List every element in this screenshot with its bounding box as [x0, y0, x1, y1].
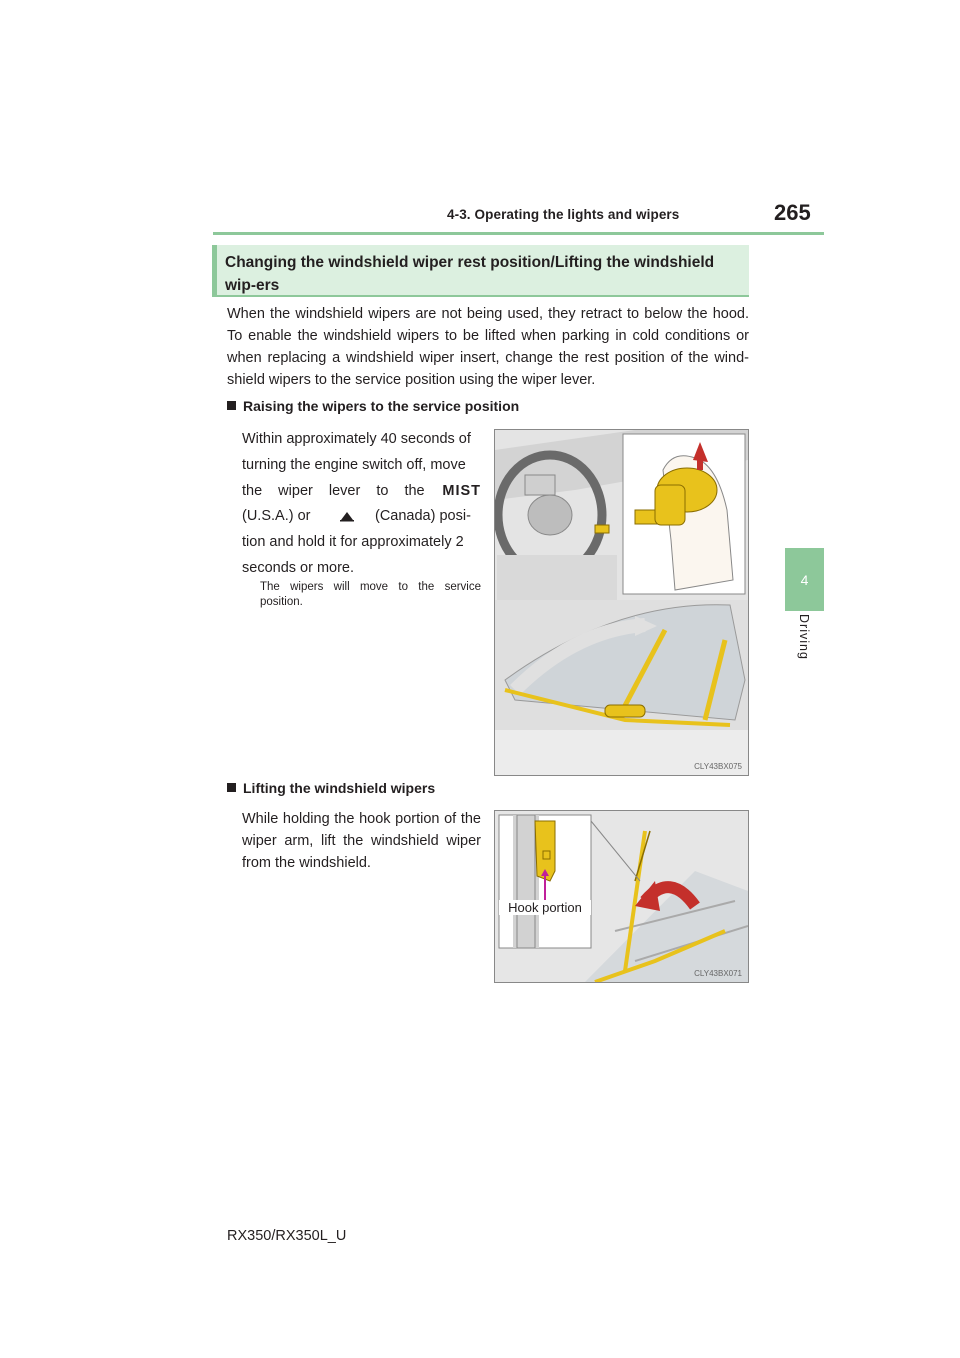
instruction-line: turning the engine switch off, move — [242, 456, 466, 473]
wiper-lever-illustration — [493, 430, 748, 775]
header-rule — [213, 232, 824, 235]
figure-code: CLY43BX075 — [694, 762, 742, 771]
instruction-text: the wiper lever to the — [242, 482, 425, 499]
figure-lifting-wiper: Hook portion CLY43BX071 — [494, 810, 749, 984]
model-footer: RX350/RX350L_U — [227, 1228, 347, 1244]
square-bullet-icon — [227, 783, 236, 792]
hook-portion-callout: Hook portion — [499, 900, 591, 915]
mist-chevron-icon — [340, 512, 354, 522]
subsection-heading-lifting-wipers: Lifting the windshield wipers — [227, 780, 435, 796]
wiper-lift-illustration — [495, 811, 749, 984]
instruction-text: (U.S.A.) or — [242, 508, 311, 525]
instruction-line: tion and hold it for approximately 2 — [242, 534, 464, 551]
intro-paragraph: When the windshield wipers are not being… — [227, 306, 749, 388]
subsection-heading-service-position: Raising the wipers to the service positi… — [227, 398, 519, 414]
instruction-line: Within approximately 40 seconds of — [242, 431, 471, 447]
instruction-line: the wiper lever to the MIST — [242, 479, 481, 505]
chapter-tab-label: Driving — [797, 614, 811, 660]
service-position-note: The wipers will move to the service posi… — [260, 581, 481, 608]
instruction-line: (U.S.A.) or (Canada) posi- — [242, 504, 481, 530]
figure-wiper-service-position: CLY43BX075 — [493, 429, 749, 776]
chapter-header: 4-3. Operating the lights and wipers — [447, 207, 680, 222]
chapter-tab[interactable]: 4 — [785, 548, 824, 611]
chapter-tab-number: 4 — [800, 571, 809, 588]
figure-code: CLY43BX071 — [694, 969, 742, 978]
section-heading-box — [212, 245, 749, 297]
subsection-heading-text: Lifting the windshield wipers — [243, 780, 436, 796]
instruction-lifting-wipers: While holding the hook portion of the wi… — [242, 811, 481, 871]
mist-position-label: MIST — [442, 482, 481, 499]
subsection-heading-text: Raising the wipers to the service positi… — [243, 398, 520, 414]
section-title: Changing the windshield wiper rest posit… — [225, 254, 715, 294]
instruction-text: (Canada) posi- — [375, 508, 471, 525]
page-number: 265 — [774, 200, 811, 225]
square-bullet-icon — [227, 401, 236, 410]
instruction-line: seconds or more. — [242, 559, 355, 576]
instruction-service-position: Within approximately 40 seconds of turni… — [242, 427, 481, 582]
